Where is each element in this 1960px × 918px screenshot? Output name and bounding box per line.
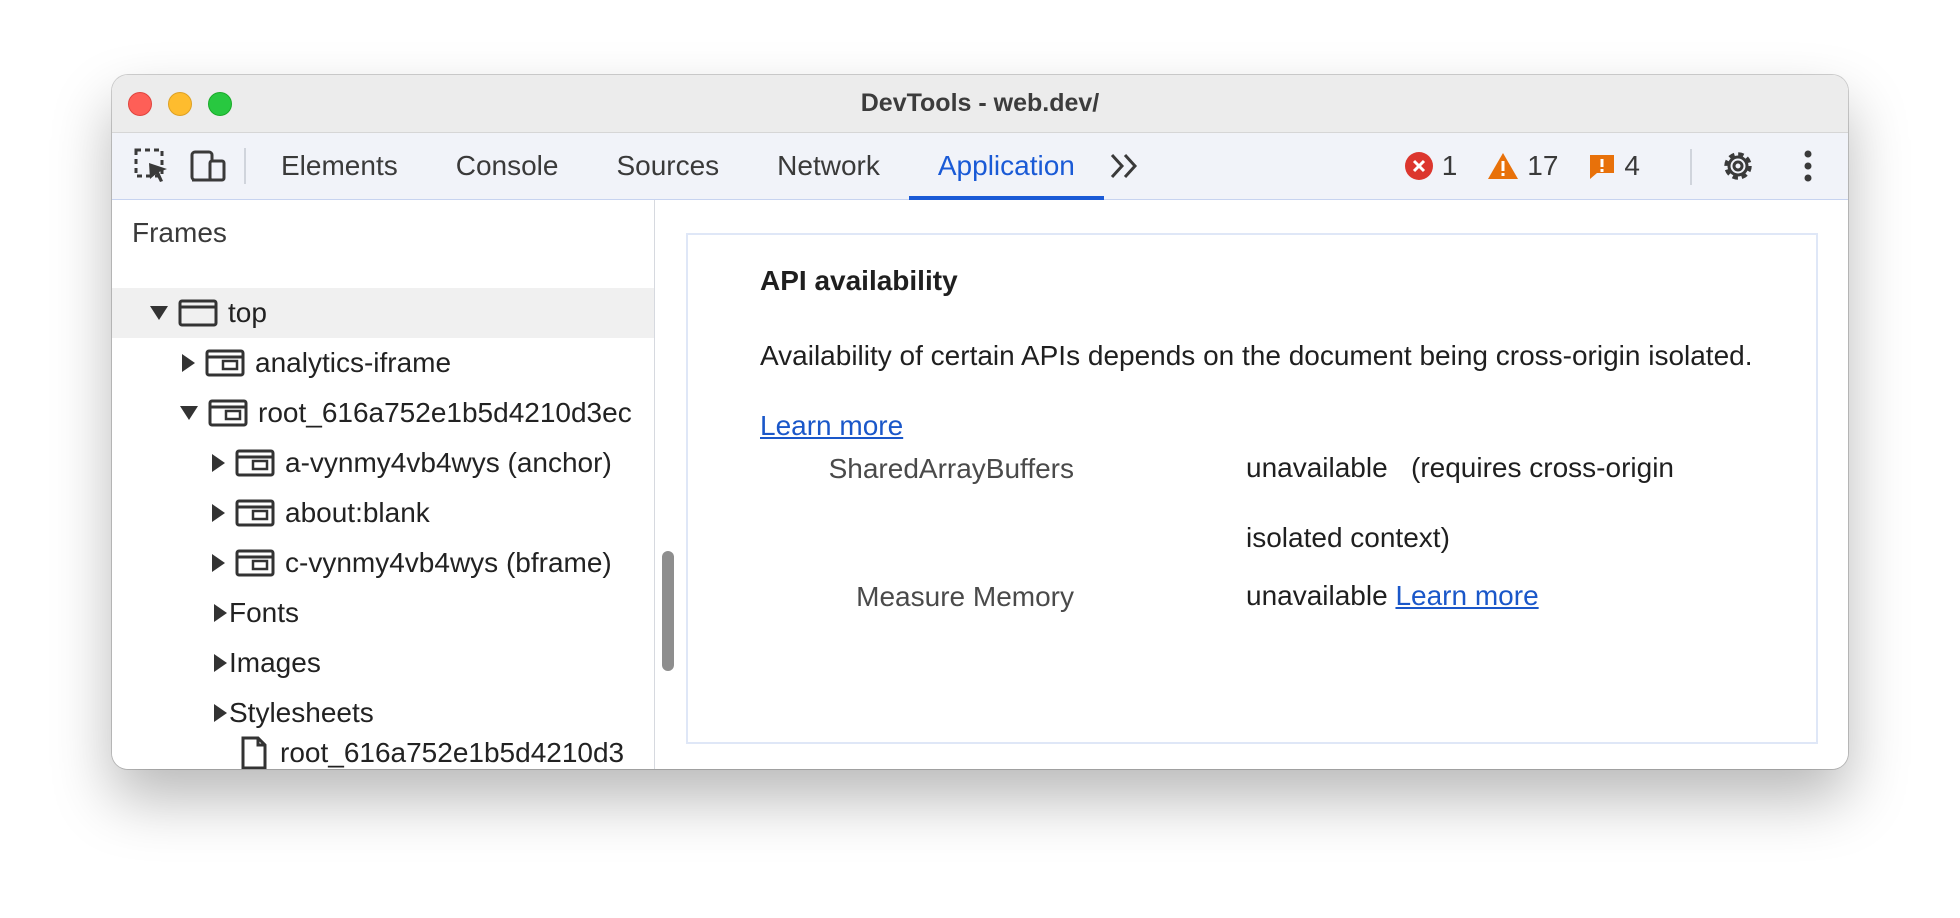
frames-section-title: Frames bbox=[132, 217, 227, 248]
tree-item-label: Stylesheets bbox=[229, 697, 374, 728]
tree-item-label: top bbox=[228, 297, 267, 328]
tree-item-analytics-iframe[interactable]: analytics-iframe bbox=[112, 338, 654, 388]
tree-item-label: analytics-iframe bbox=[255, 347, 452, 378]
tab-application[interactable]: Application bbox=[908, 133, 1104, 200]
issue-counters[interactable]: 1 17 4 bbox=[1404, 133, 1640, 199]
tree-item-label: a-vynmy4vb4wys (anchor) bbox=[285, 447, 612, 478]
measure-memory-learn-more-link[interactable]: Learn more bbox=[1395, 580, 1539, 611]
tab-label: Elements bbox=[281, 150, 398, 181]
close-window-button[interactable] bbox=[128, 92, 152, 116]
api-availability-description: Availability of certain APIs depends on … bbox=[760, 321, 1770, 461]
gear-icon[interactable] bbox=[1718, 146, 1758, 186]
expand-triangle-icon[interactable] bbox=[212, 504, 225, 522]
tree-item-root-frame[interactable]: root_616a752e1b5d4210d3ec bbox=[112, 388, 654, 438]
description-text: Availability of certain APIs depends on … bbox=[760, 340, 1753, 371]
frame-icon bbox=[235, 549, 275, 577]
frame-icon bbox=[235, 449, 275, 477]
frame-icon bbox=[205, 349, 245, 377]
double-chevron-right-icon[interactable] bbox=[1104, 146, 1144, 186]
tree-item-label: about:blank bbox=[285, 497, 430, 528]
file-icon bbox=[240, 736, 268, 769]
sidebar-vertical-scrollbar[interactable] bbox=[662, 551, 674, 671]
toolbar-divider bbox=[244, 148, 246, 184]
shared-array-buffers-value: unavailable (requires cross-origin isola… bbox=[1246, 433, 1766, 573]
warning-counter[interactable]: 17 bbox=[1487, 150, 1558, 182]
tree-item-label: c-vynmy4vb4wys (bframe) bbox=[285, 547, 612, 578]
tab-label: Console bbox=[455, 150, 559, 181]
expand-triangle-icon[interactable] bbox=[212, 554, 225, 572]
warning-count: 17 bbox=[1527, 150, 1559, 181]
tab-label: Network bbox=[777, 150, 880, 181]
more-options-icon[interactable] bbox=[1788, 146, 1828, 186]
warning-icon bbox=[1488, 153, 1519, 179]
measure-memory-value: unavailable Learn more bbox=[1246, 561, 1766, 631]
expand-triangle-icon[interactable] bbox=[182, 354, 195, 372]
devtools-window: DevTools - web.dev/ Elements Console Sou… bbox=[112, 75, 1848, 769]
learn-more-link[interactable]: Learn more bbox=[760, 410, 904, 441]
tree-item-anchor-frame[interactable]: a-vynmy4vb4wys (anchor) bbox=[112, 438, 654, 488]
minimize-window-button[interactable] bbox=[168, 92, 192, 116]
status-value: unavailable bbox=[1246, 580, 1388, 611]
tree-item-about-blank[interactable]: about:blank bbox=[112, 488, 654, 538]
error-icon bbox=[1404, 152, 1433, 180]
inspect-element-icon[interactable] bbox=[132, 146, 172, 186]
toolbar-divider bbox=[1690, 149, 1692, 185]
tab-sources[interactable]: Sources bbox=[587, 133, 748, 199]
collapse-triangle-icon[interactable] bbox=[180, 406, 198, 420]
zoom-window-button[interactable] bbox=[208, 92, 232, 116]
measure-memory-label: Measure Memory bbox=[856, 581, 1074, 612]
tab-console[interactable]: Console bbox=[427, 133, 588, 199]
tree-item-stylesheet-file[interactable]: root_616a752e1b5d4210d3 bbox=[112, 728, 654, 769]
shared-array-buffers-label: SharedArrayBuffers bbox=[828, 453, 1074, 484]
expand-triangle-icon[interactable] bbox=[214, 704, 227, 722]
application-main-panel: API availability Availability of certain… bbox=[686, 200, 1848, 769]
error-count: 1 bbox=[1441, 150, 1458, 181]
frame-icon bbox=[235, 499, 275, 527]
devtools-toolbar: Elements Console Sources Network Applica… bbox=[112, 133, 1848, 200]
title-bar: DevTools - web.dev/ bbox=[112, 75, 1848, 133]
expand-triangle-icon[interactable] bbox=[212, 454, 225, 472]
issue-count: 4 bbox=[1624, 150, 1640, 181]
tree-item-top[interactable]: top bbox=[112, 288, 654, 338]
frame-icon bbox=[208, 399, 248, 427]
issue-icon bbox=[1590, 155, 1615, 179]
expand-triangle-icon[interactable] bbox=[214, 604, 227, 622]
tab-elements[interactable]: Elements bbox=[252, 133, 427, 199]
tab-label: Application bbox=[937, 150, 1075, 181]
tab-network[interactable]: Network bbox=[748, 133, 909, 199]
window-icon bbox=[178, 299, 218, 327]
tree-item-stylesheets[interactable]: Stylesheets bbox=[112, 688, 654, 738]
device-toolbar-icon[interactable] bbox=[188, 146, 228, 186]
tab-label: Sources bbox=[616, 150, 720, 181]
frames-sidebar: Frames top analytics-iframe root_616a752… bbox=[112, 200, 655, 769]
window-controls bbox=[128, 92, 232, 116]
api-availability-card: API availability Availability of certain… bbox=[686, 233, 1818, 744]
status-value: unavailable bbox=[1246, 452, 1388, 483]
window-title: DevTools - web.dev/ bbox=[860, 89, 1100, 117]
error-counter[interactable]: 1 bbox=[1404, 150, 1458, 182]
issues-counter[interactable]: 4 bbox=[1588, 150, 1640, 182]
tree-item-label: root_616a752e1b5d4210d3ec bbox=[258, 397, 632, 428]
status-note: (requires cross-origin isolated context) bbox=[1246, 452, 1674, 553]
tree-item-label: Images bbox=[229, 647, 321, 678]
tree-item-fonts[interactable]: Fonts bbox=[112, 588, 654, 638]
expand-triangle-icon[interactable] bbox=[214, 654, 227, 672]
tree-item-label: root_616a752e1b5d4210d3 bbox=[280, 737, 625, 768]
collapse-triangle-icon[interactable] bbox=[150, 306, 168, 320]
api-availability-title: API availability bbox=[760, 265, 958, 296]
tree-item-bframe[interactable]: c-vynmy4vb4wys (bframe) bbox=[112, 538, 654, 588]
tree-item-images[interactable]: Images bbox=[112, 638, 654, 688]
tree-item-label: Fonts bbox=[229, 597, 300, 628]
